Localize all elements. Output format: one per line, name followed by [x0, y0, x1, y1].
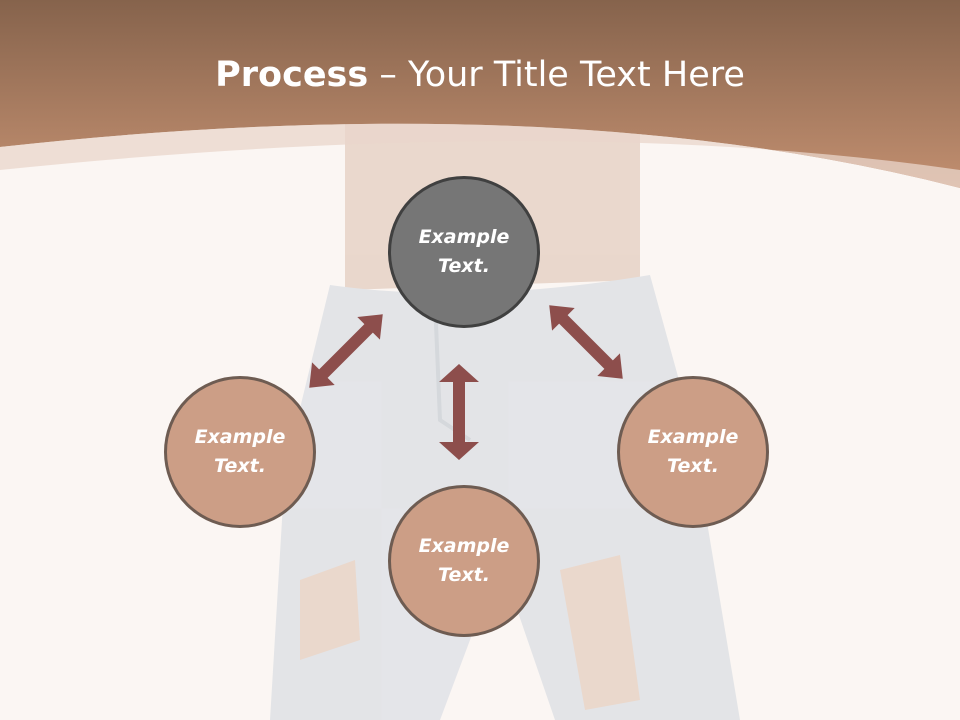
circle-bottom: Example Text. — [388, 485, 540, 637]
title-bold: Process — [215, 55, 369, 95]
circle-right-line1: Example — [647, 426, 739, 448]
circle-bottom-line2: Text. — [438, 564, 490, 586]
header-swoosh — [0, 123, 960, 188]
circle-right-line2: Text. — [667, 455, 719, 477]
connector-arrows — [309, 305, 623, 460]
slide-title: Process – Your Title Text Here — [0, 52, 960, 98]
circle-bottom-line1: Example — [418, 535, 510, 557]
header-band — [0, 0, 960, 188]
circle-left-line2: Text. — [214, 455, 266, 477]
title-rest: Your Title Text Here — [407, 55, 745, 95]
circle-top-line2: Text. — [438, 255, 490, 277]
arrow-top-left — [309, 314, 383, 388]
circle-top-line1: Example — [418, 226, 510, 248]
circle-left: Example Text. — [164, 376, 316, 528]
title-separator: – — [368, 55, 408, 95]
circle-top: Example Text. — [388, 176, 540, 328]
arrow-top-right — [549, 305, 623, 379]
circle-left-line1: Example — [194, 426, 286, 448]
arrow-vertical — [439, 364, 479, 460]
circle-right: Example Text. — [617, 376, 769, 528]
